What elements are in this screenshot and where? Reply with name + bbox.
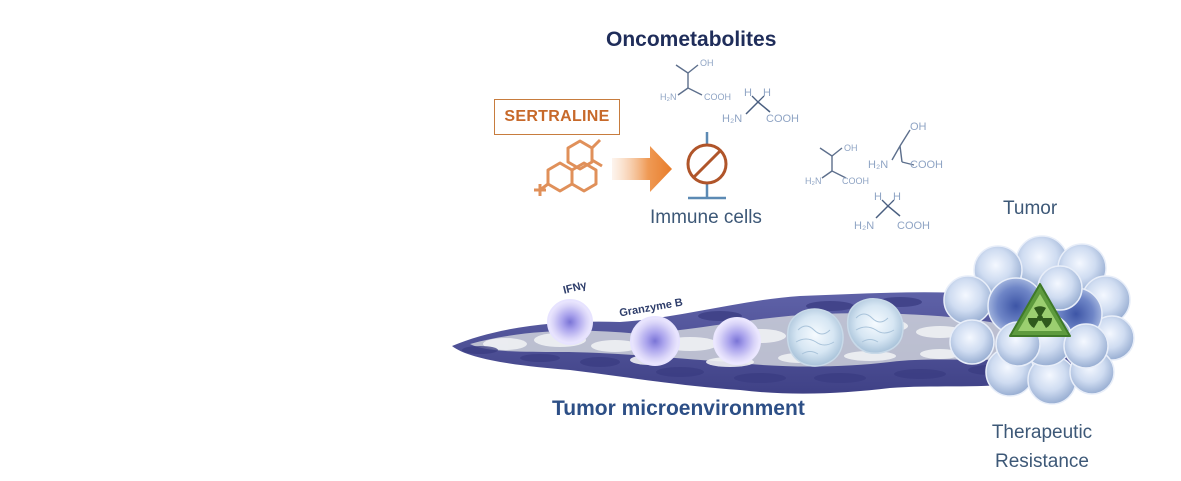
serine-amine: H₂N [805, 176, 822, 186]
inhibition-arrow [612, 146, 672, 192]
serine-molecule-icon: OH H₂N COOH [660, 58, 731, 102]
glycine-molecule-icon: H H H₂N COOH [854, 191, 930, 232]
inhibition-icon [686, 132, 728, 200]
glycine-amine: H₂N [722, 113, 742, 125]
sertraline-label: SERTRALINE [494, 99, 620, 135]
serine-oh: OH [844, 143, 858, 153]
therapeutic-resistance-label: Therapeutic Resistance [968, 418, 1116, 476]
microenvironment-label: Tumor microenvironment [552, 397, 805, 420]
glycine-carboxyl: COOH [897, 220, 930, 232]
exhausted-immune-cell [786, 308, 844, 367]
glycine-h: H [874, 191, 882, 203]
glycine-h: H [893, 191, 901, 203]
diagram-title: Oncometabolites [606, 28, 777, 51]
serine-oh: OH [910, 121, 927, 133]
serine-oh: OH [700, 58, 714, 68]
resistance-line-1: Therapeutic [991, 422, 1093, 443]
radiation-hazard-icon [1009, 283, 1071, 337]
serine-amine: H₂N [660, 92, 677, 102]
glycine-amine: H₂N [854, 220, 874, 232]
serine-molecule-icon: OH H₂N COOH [805, 143, 869, 186]
serine-carboxyl: COOH [842, 176, 869, 186]
active-immune-cell [547, 299, 593, 345]
immune-cells-label: Immune cells [650, 207, 762, 228]
serine-carboxyl: COOH [910, 159, 943, 171]
serine-carboxyl: COOH [704, 92, 731, 102]
active-immune-cell [630, 316, 680, 366]
glycine-molecule-icon: H H H₂N COOH [722, 87, 799, 125]
glycine-h: H [744, 87, 752, 99]
sertraline-molecule-icon [534, 138, 603, 196]
active-immune-cell [713, 317, 761, 365]
exhausted-immune-cell [846, 298, 904, 354]
resistance-line-2: Resistance [995, 451, 1089, 472]
serine-amine: H₂N [868, 159, 888, 171]
tumor-label: Tumor [1003, 198, 1058, 219]
serine-molecule-icon: OH H₂N COOH [868, 121, 943, 171]
glycine-carboxyl: COOH [766, 113, 799, 125]
glycine-h: H [763, 87, 771, 99]
